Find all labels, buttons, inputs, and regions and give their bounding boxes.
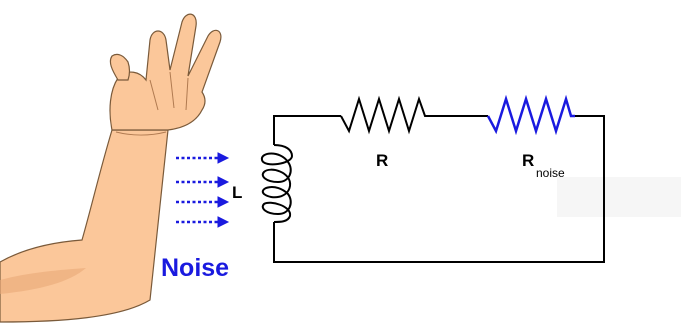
dotted-arrow-icon: [176, 216, 230, 228]
noise-resistor-subscript: noise: [536, 166, 565, 180]
faint-background-panel: [557, 177, 681, 217]
raised-hand-arm-icon: [0, 13, 222, 323]
inductor-coil: [260, 144, 294, 223]
wire-right: [273, 115, 605, 263]
dotted-arrow-icon: [176, 152, 230, 164]
noise-resistor-label: R: [522, 151, 534, 170]
wire-top-left: [273, 115, 341, 145]
elbow-shadow: [0, 268, 86, 294]
inductor-label: L: [232, 183, 242, 202]
dotted-arrow-icon: [176, 176, 230, 188]
resistor-r-noise: [486, 94, 575, 136]
dotted-arrow-icon: [176, 196, 230, 208]
arm-shape: [0, 129, 169, 323]
finger-lines: [149, 71, 189, 111]
resistor-r: [340, 95, 430, 135]
resistor-label: R: [376, 151, 388, 170]
noise-caption: Noise: [161, 254, 229, 282]
noise-arrows: [176, 152, 230, 228]
thumb-shape: [109, 53, 131, 81]
wrist-crease: [115, 131, 167, 136]
circuit-wires: [273, 115, 605, 263]
